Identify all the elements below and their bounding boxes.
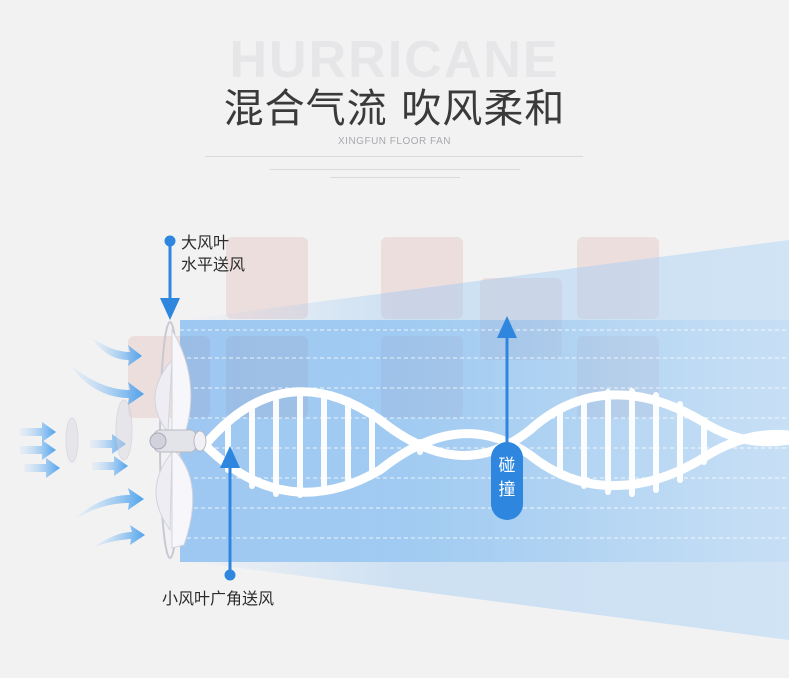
page-subtitle: XINGFUN FLOOR FAN bbox=[338, 136, 451, 147]
fan-icon bbox=[149, 321, 207, 559]
indicator-arrow-icon bbox=[497, 316, 517, 446]
horizontal-airflow-beam bbox=[180, 320, 789, 562]
page-title: 混合气流 吹风柔和 bbox=[223, 86, 566, 132]
small-blade-label: 小风叶广角送风 bbox=[162, 589, 275, 608]
large-blade-label-line2: 水平送风 bbox=[181, 255, 246, 274]
dna-helix-icon bbox=[200, 387, 789, 498]
indicator-arrow-icon bbox=[220, 446, 240, 581]
divider-line bbox=[330, 177, 460, 178]
collision-badge: 碰 撞 bbox=[491, 442, 523, 520]
collision-char: 撞 bbox=[498, 480, 516, 500]
intake-arrow-icon bbox=[20, 338, 145, 548]
brand-watermark: HURRICANE bbox=[229, 31, 560, 89]
divider-line bbox=[205, 156, 583, 157]
fan-icon bbox=[65, 399, 133, 463]
collision-char: 碰 bbox=[498, 456, 516, 476]
flow-lines bbox=[180, 329, 789, 539]
divider-line bbox=[270, 169, 520, 170]
large-blade-label: 大风叶 水平送风 bbox=[181, 232, 245, 276]
large-blade-label-line1: 大风叶 bbox=[181, 233, 230, 252]
indicator-arrow-icon bbox=[160, 235, 180, 320]
